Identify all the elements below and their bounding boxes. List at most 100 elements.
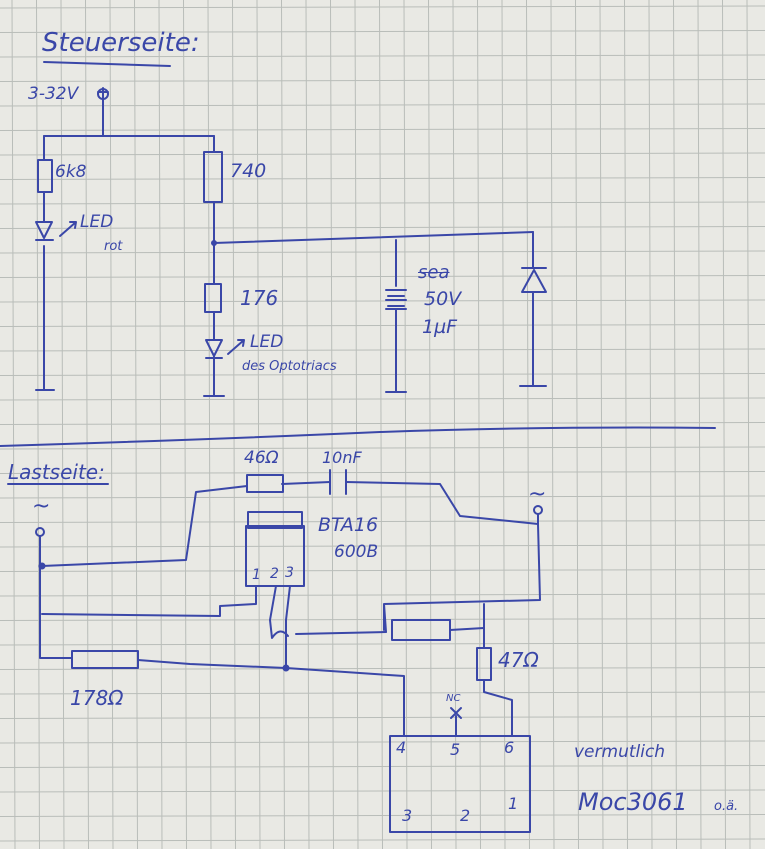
led-opto-arrow: [227, 339, 245, 355]
supply-wire: [43, 99, 215, 137]
component-box: [391, 619, 451, 641]
grid-line-vertical: [526, 0, 530, 849]
grid-line-vertical: [403, 0, 408, 849]
led-red-arrow: [59, 221, 77, 237]
rail-top: [213, 231, 534, 244]
nc-label: NC: [446, 693, 461, 704]
ac-right-symbol: ~: [528, 482, 547, 507]
wire-right-rail: [383, 523, 541, 633]
cap-voltage: 50V: [424, 288, 462, 310]
wire-r47: [483, 603, 513, 737]
grid-line-horizontal: [0, 275, 765, 278]
grid-line-vertical: [599, 0, 604, 849]
ic-pin-4: 4: [396, 738, 407, 757]
grid-line-horizontal: [0, 201, 765, 205]
triac-leg-3: [285, 585, 291, 669]
grid-line-horizontal: [0, 54, 765, 58]
grid-line-horizontal: [0, 103, 765, 107]
section-divider: [0, 426, 716, 447]
wire-box-right: [449, 627, 485, 631]
grid-line-horizontal: [0, 324, 765, 327]
note-line1: vermutlich: [574, 742, 666, 762]
ac-terminal-left: [35, 527, 45, 537]
grid-line-horizontal: [0, 128, 765, 131]
node-bottom: [282, 664, 290, 672]
r2-label: 740: [230, 160, 267, 182]
grid-line-vertical: [428, 0, 432, 849]
grid-line-vertical: [624, 0, 628, 849]
grid-line-vertical: [575, 0, 579, 849]
grid-line-horizontal: [0, 667, 765, 670]
ac-terminal-right: [533, 505, 543, 515]
grid-line-vertical: [281, 0, 285, 849]
grid-line-vertical: [746, 0, 751, 849]
grid-line-horizontal: [0, 226, 765, 229]
snubber-c-label: 10nF: [322, 448, 362, 467]
r3-label: 176: [240, 286, 279, 310]
heading-load-side: Lastseite:: [8, 460, 105, 484]
grid-line-horizontal: [0, 642, 765, 646]
led2-desc: des Optotriacs: [242, 359, 337, 374]
grid-line-horizontal: [0, 593, 765, 597]
wire-gate: [295, 631, 387, 635]
grid-line-vertical: [452, 0, 457, 849]
ac-left-symbol: ~: [32, 494, 51, 519]
cap-value: 1µF: [422, 316, 458, 338]
grid-line-vertical: [330, 0, 334, 849]
grid-line-vertical: [232, 0, 236, 849]
supply-label: 3-32V: [28, 84, 79, 104]
led-red: [35, 221, 54, 241]
triac-name: BTA16: [318, 514, 379, 536]
grid-line-horizontal: [0, 495, 765, 499]
resistor-740: [203, 151, 223, 203]
resistor-178: [71, 650, 139, 669]
grid-line-horizontal: [0, 446, 765, 450]
snubber-capacitor: [329, 469, 347, 495]
ic-pin-5: 5: [450, 740, 461, 759]
grid-line-horizontal: [0, 716, 765, 719]
grid-line-horizontal: [0, 691, 765, 695]
grid-line-horizontal: [0, 250, 765, 254]
grid-line-horizontal: [0, 814, 765, 817]
r-bottom-label: 178Ω: [70, 686, 124, 710]
grid-line-horizontal: [0, 569, 765, 572]
r-gate-label: 47Ω: [498, 648, 539, 672]
ic-pin-1: 1: [508, 794, 519, 813]
grid-line-vertical: [477, 0, 481, 849]
grid-line-horizontal: [0, 422, 765, 425]
grid-line-horizontal: [0, 373, 765, 376]
grid-line-horizontal: [0, 789, 765, 793]
note-line2: Moc3061: [578, 788, 688, 816]
led1-label: LED: [80, 212, 114, 232]
grid-line-horizontal: [0, 520, 765, 523]
grid-line-horizontal: [0, 397, 765, 401]
ic-pin-6: 6: [504, 738, 515, 757]
wire-mt1: [41, 481, 539, 567]
grid-line-horizontal: [0, 765, 765, 768]
led2-label: LED: [250, 332, 284, 352]
led1-color: rot: [104, 239, 123, 254]
grid-line-horizontal: [0, 152, 765, 156]
grid-line-horizontal: [0, 544, 765, 548]
grid-line-horizontal: [0, 79, 765, 82]
grid-line-horizontal: [0, 740, 765, 744]
grid-line-horizontal: [0, 471, 765, 474]
grid-line-horizontal: [0, 299, 765, 303]
grid-line-vertical: [256, 0, 261, 849]
diode: [521, 267, 547, 293]
triac-pin-3: 3: [285, 565, 294, 581]
ic-body: [389, 735, 531, 833]
ic-pin-3: 3: [402, 806, 413, 825]
note-suffix: o.ä.: [714, 799, 739, 814]
wire-nc: [450, 707, 462, 737]
triac-pin-2: 2: [270, 566, 279, 582]
ic-pin-2: 2: [460, 806, 471, 825]
grid-line-vertical: [207, 0, 212, 849]
grid-line-horizontal: [0, 618, 765, 621]
triac-pin-1: 1: [252, 567, 261, 583]
grid-line-vertical: [673, 0, 677, 849]
grid-line-horizontal: [0, 5, 765, 9]
